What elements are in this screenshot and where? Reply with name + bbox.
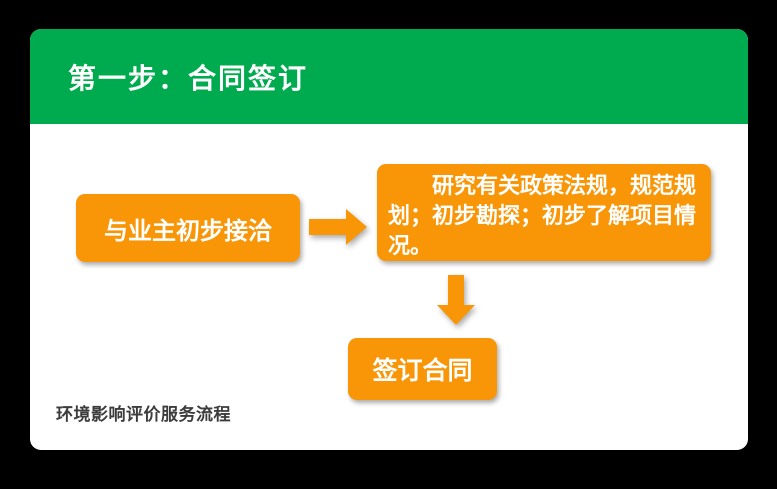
flow-box-sign-contract: 签订合同 xyxy=(348,338,497,400)
flow-box-initial-contact-label: 与业主初步接洽 xyxy=(104,217,272,245)
flow-box-research-label: 研究有关政策法规，规范规划；初步勘探；初步了解项目情况。 xyxy=(388,173,697,258)
slide-card: 第一步：合同签订 与业主初步接洽 研究有关政策法规，规范规划；初步勘探；初步了解… xyxy=(30,29,748,450)
footer-caption: 环境影响评价服务流程 xyxy=(56,405,231,424)
right-arrow-icon xyxy=(309,209,367,245)
flow-box-sign-contract-label: 签订合同 xyxy=(372,357,473,385)
step-title: 第一步：合同签订 xyxy=(68,62,309,94)
flow-box-initial-contact: 与业主初步接洽 xyxy=(76,194,300,262)
flow-box-research: 研究有关政策法规，规范规划；初步勘探；初步了解项目情况。 xyxy=(377,164,711,261)
down-arrow-icon xyxy=(437,275,475,325)
header-band: 第一步：合同签订 xyxy=(30,29,748,124)
